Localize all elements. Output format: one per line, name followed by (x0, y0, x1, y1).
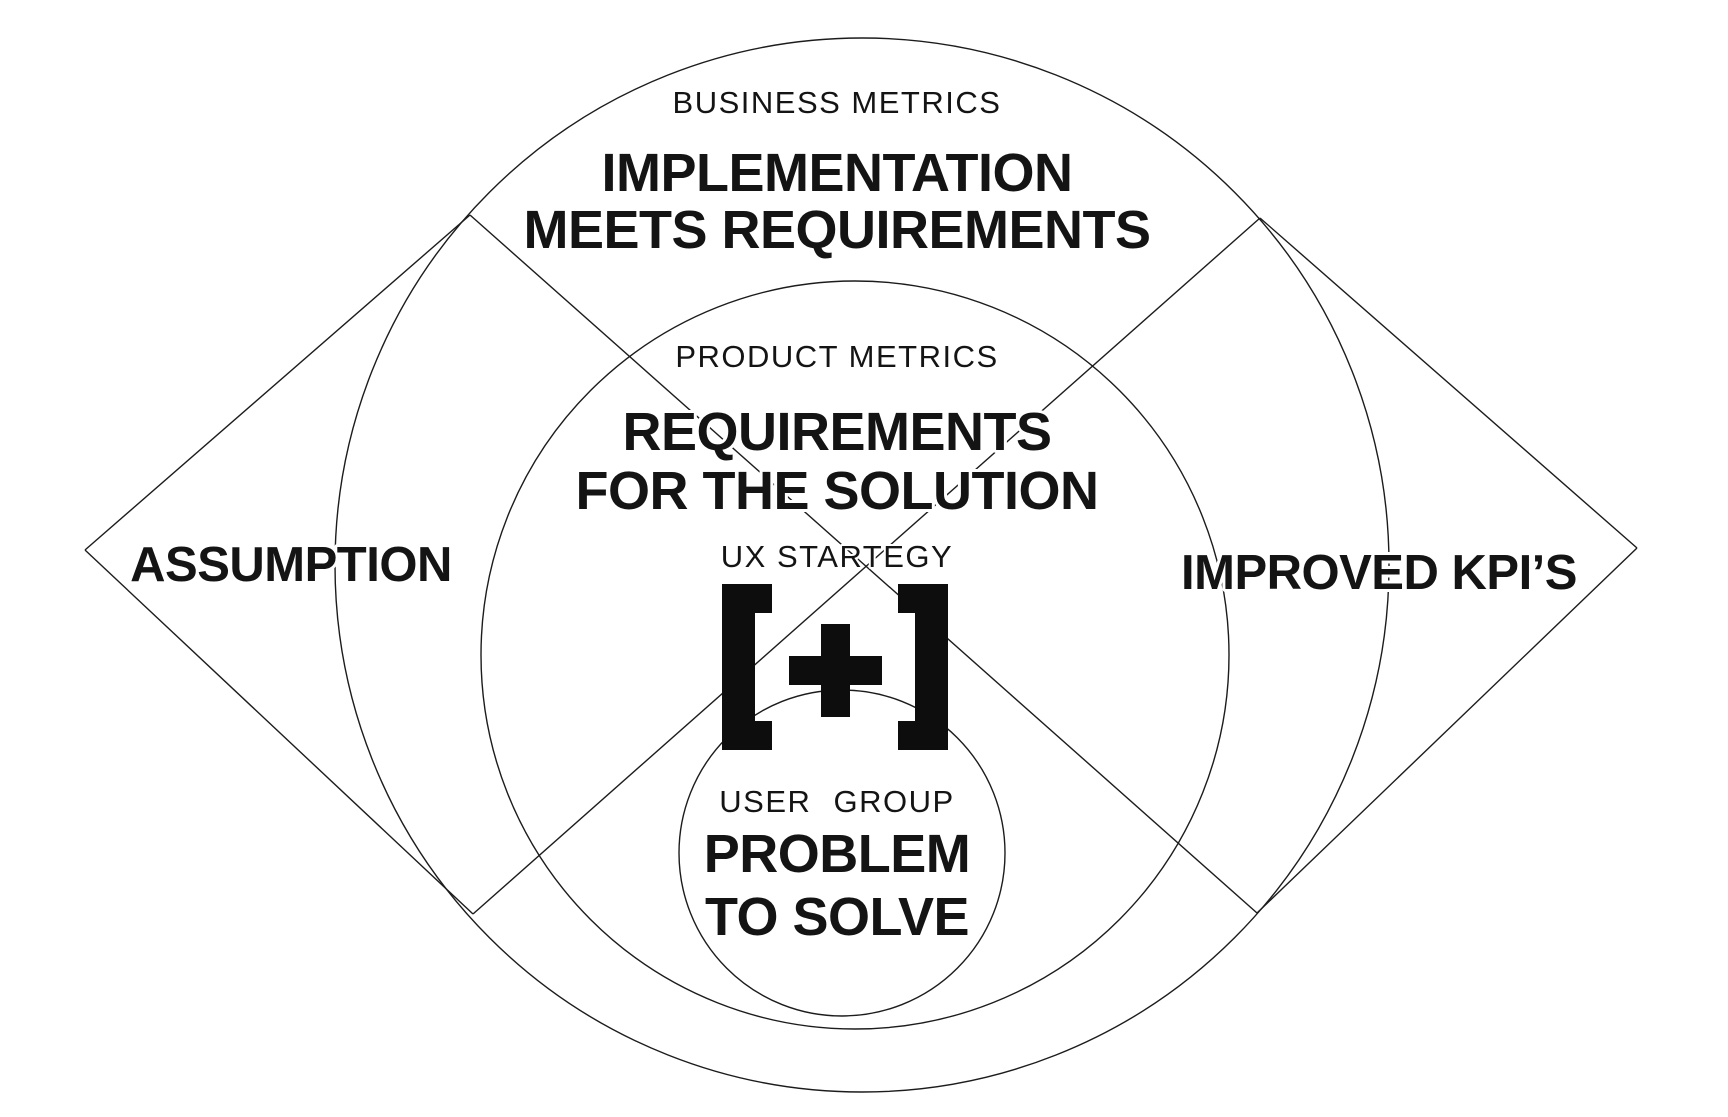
implementation-title: IMPLEMENTATION (602, 143, 1073, 203)
right-point-lower-edge (1256, 547, 1638, 914)
diagram-circles (334, 37, 1390, 1093)
right-bracket-top-arm (898, 584, 948, 613)
bracket-plus-symbol (722, 584, 948, 750)
diagonal-bl-tr (472, 217, 1261, 915)
improved-kpis-label: IMPROVED KPI’S (1181, 546, 1577, 600)
user-group-label: USER GROUP (719, 784, 954, 819)
left-point-upper-edge (84, 214, 471, 551)
ux-strategy-label: UX STARTEGY (721, 539, 953, 574)
plus-vertical-bar (821, 624, 850, 717)
requirements-title: REQUIREMENTS (622, 402, 1051, 462)
diamond-lines (84, 214, 1638, 915)
middle-circle (480, 280, 1230, 1030)
assumption-label: ASSUMPTION (130, 538, 452, 592)
meets-requirements-subtitle: MEETS REQUIREMENTS (523, 200, 1150, 260)
right-bracket-bottom-arm (898, 721, 948, 750)
outer-circle (334, 37, 1390, 1093)
diagonal-tl-br (469, 214, 1258, 914)
left-bracket-bottom-arm (722, 721, 772, 750)
product-metrics-label: PRODUCT METRICS (675, 339, 998, 374)
right-point-upper-edge (1259, 217, 1638, 549)
business-metrics-label: BUSINESS METRICS (673, 85, 1002, 120)
for-the-solution-subtitle: FOR THE SOLUTION (576, 461, 1099, 521)
problem-title: PROBLEM (704, 824, 971, 884)
left-point-lower-edge (84, 549, 474, 915)
left-bracket-top-arm (722, 584, 772, 613)
to-solve-subtitle: TO SOLVE (705, 887, 969, 947)
